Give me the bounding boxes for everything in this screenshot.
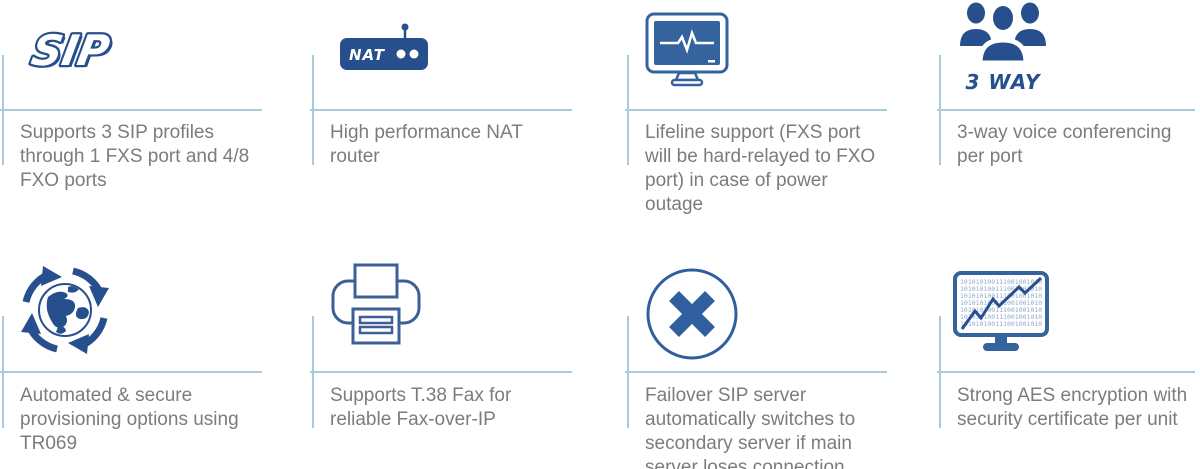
accent-horizontal-line <box>0 371 262 373</box>
binary-row: 101010100111001001010101 <box>960 278 1049 286</box>
binary-row: 101010100111001001010101 <box>960 306 1049 314</box>
feature-card-conferencing: 3 WAY 3-way voice conferencing per port <box>937 0 1200 235</box>
fax-printer-icon <box>330 261 422 351</box>
accent-horizontal-line <box>625 109 887 111</box>
accent-horizontal-line <box>625 371 887 373</box>
sip-logo-shadow-text: SIP <box>31 28 116 76</box>
feature-description: Lifeline support (FXS port will be hard-… <box>645 122 876 215</box>
feature-card-provisioning: Automated & secure provisioning options … <box>0 235 310 469</box>
feature-description: Strong AES encryption with security cert… <box>957 385 1188 430</box>
accent-horizontal-line <box>937 371 1195 373</box>
accent-horizontal-line <box>0 109 262 111</box>
feature-card-fax: Supports T.38 Fax for reliable Fax-over-… <box>310 235 625 469</box>
accent-horizontal-line <box>937 109 1195 111</box>
heartbeat-monitor-icon <box>645 12 729 88</box>
binary-row: 101010100111001001010101 <box>960 320 1049 328</box>
feature-card-encryption: 101010100111001001010101 101010100111001… <box>937 235 1200 469</box>
nat-router-icon: NAT <box>338 22 430 72</box>
feature-description: 3-way voice conferencing per port <box>957 122 1172 167</box>
feature-description: Automated & secure provisioning options … <box>20 385 239 454</box>
feature-description: Supports T.38 Fax for reliable Fax-over-… <box>330 385 512 430</box>
failover-x-circle-icon <box>645 267 739 361</box>
feature-card-lifeline: Lifeline support (FXS port will be hard-… <box>625 0 937 235</box>
feature-description: Supports 3 SIP profiles through 1 FXS po… <box>20 122 250 191</box>
binary-row: 101010100111001001010101 <box>960 313 1049 321</box>
feature-card-sip: SIP SIP Supports 3 SIP profiles through … <box>0 0 310 235</box>
feature-card-nat: NAT High performance NAT router <box>310 0 625 235</box>
nat-label: NAT <box>349 46 386 64</box>
feature-description: High performance NAT router <box>330 122 523 167</box>
binary-row: 101010100111001001010101 <box>960 285 1049 293</box>
globe-sync-icon <box>18 263 112 357</box>
sip-logo-text: SIP <box>28 26 113 75</box>
feature-card-failover: Failover SIP server automatically switch… <box>625 235 937 469</box>
three-way-label: 3 WAY <box>966 70 1042 94</box>
accent-horizontal-line <box>310 371 572 373</box>
sip-logo-icon: SIP SIP <box>24 18 116 77</box>
feature-description: Failover SIP server automatically switch… <box>645 385 856 469</box>
accent-horizontal-line <box>310 109 572 111</box>
binary-row: 101010100111001001010101 <box>960 292 1049 300</box>
three-way-people-icon: 3 WAY <box>955 0 1051 94</box>
encrypted-monitor-icon: 101010100111001001010101 101010100111001… <box>953 271 1049 353</box>
